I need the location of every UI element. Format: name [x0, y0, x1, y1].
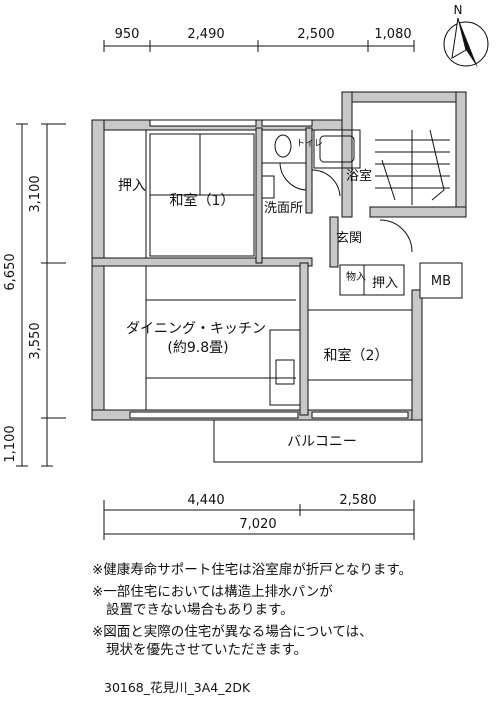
- room-dk-name: ダイニング・キッチン: [126, 321, 266, 337]
- room-senmenjo: 洗面所: [264, 201, 303, 216]
- interior-lines: [103, 129, 423, 463]
- room-toilet: トイレ: [296, 139, 323, 149]
- dim-top-1080: 1,080: [374, 27, 411, 42]
- top-dimension-line: [103, 40, 415, 52]
- dim-top-2490: 2,490: [187, 27, 224, 42]
- room-washitsu-2: 和室（2）: [324, 347, 389, 364]
- note-line-1: ※健康寿命サポート住宅は浴室扉が折戸となります。: [92, 562, 413, 578]
- dim-bottom-4440: 4,440: [187, 493, 224, 508]
- room-oshiire-left: 押入: [118, 178, 146, 194]
- note-line-4: ※図面と実際の住宅が異なる場合については、: [92, 624, 373, 640]
- compass-n-label: N: [454, 3, 463, 17]
- room-oshiire-2: 押入: [372, 276, 398, 291]
- bottom-dimension-line: [103, 500, 415, 540]
- dim-bottom-2580: 2,580: [339, 493, 376, 508]
- note-line-5: 現状を優先させていただきます。: [106, 642, 308, 658]
- dim-left-3100: 3,100: [28, 175, 43, 212]
- staircase: [375, 129, 450, 205]
- dim-left-3550: 3,550: [28, 322, 43, 359]
- left-dimension-line: [16, 123, 66, 467]
- room-monoire: 物入: [346, 270, 366, 283]
- note-line-2: ※一部住宅においては構造上排水パンが: [92, 584, 333, 600]
- room-washitsu-1: 和室（1）: [170, 192, 235, 209]
- dim-top-2500: 2,500: [297, 27, 334, 42]
- dim-top-950: 950: [115, 27, 140, 42]
- compass-icon: [443, 17, 489, 68]
- walls: [91, 91, 467, 421]
- room-bath: 浴室: [346, 168, 372, 184]
- room-dk-size: (約9.8畳): [167, 340, 228, 356]
- windows: [129, 119, 409, 419]
- footer-code: 30168_花見川_3A4_2DK: [104, 680, 251, 695]
- room-balcony: バルコニー: [287, 434, 357, 450]
- room-mb: MB: [431, 274, 451, 289]
- dim-bottom-7020: 7,020: [239, 517, 276, 532]
- room-genkan: 玄関: [336, 231, 362, 246]
- dim-left-6650: 6,650: [3, 253, 18, 290]
- note-line-3: 設置できない場合もあります。: [106, 602, 294, 618]
- dim-left-1100: 1,100: [3, 425, 18, 462]
